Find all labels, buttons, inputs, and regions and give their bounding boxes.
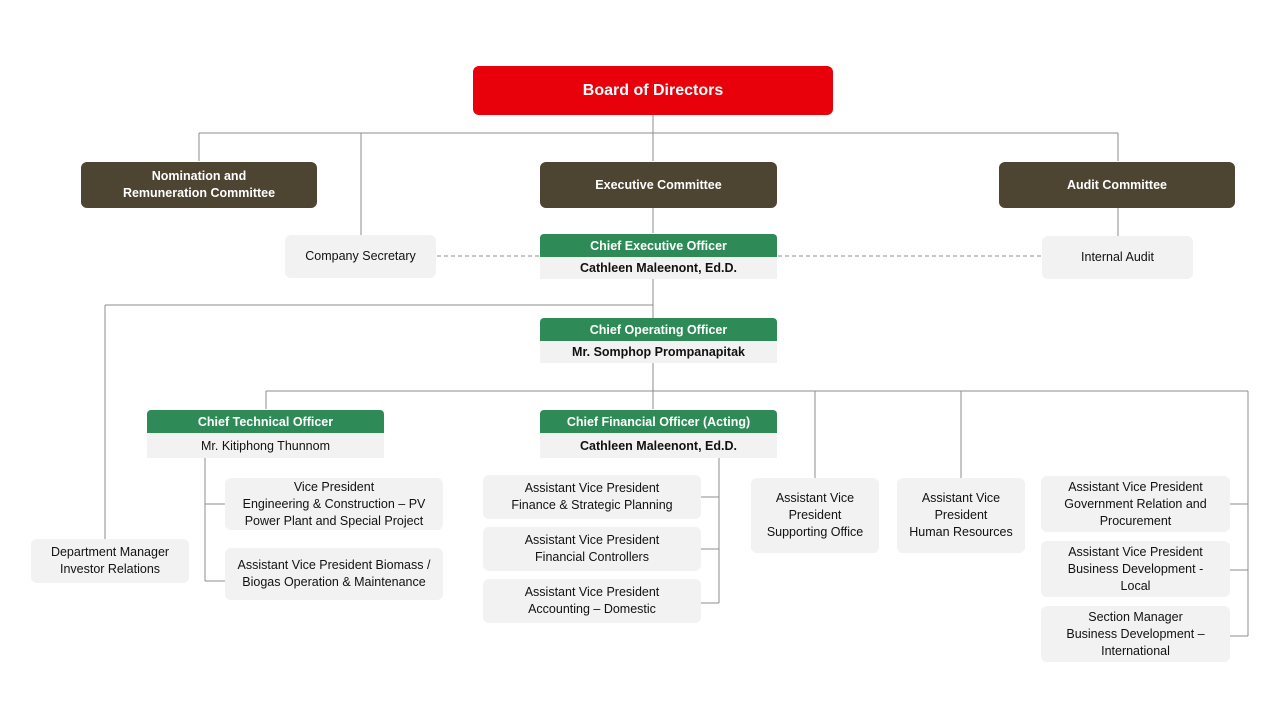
coo-title: Chief Operating Officer <box>540 318 777 341</box>
cfo-title: Chief Financial Officer (Acting) <box>540 410 777 433</box>
executive-committee-box: Executive Committee <box>540 162 777 208</box>
cto-name: Mr. Kitiphong Thunnom <box>147 433 384 458</box>
avp-government-relation-box: Assistant Vice President Government Rela… <box>1041 476 1230 532</box>
avp-accounting-box: Assistant Vice President Accounting – Do… <box>483 579 701 623</box>
nomination-committee-box: Nomination and Remuneration Committee <box>81 162 317 208</box>
company-secretary-box: Company Secretary <box>285 235 436 278</box>
investor-relations-box: Department Manager Investor Relations <box>31 539 189 583</box>
avp-finance-box: Assistant Vice President Finance & Strat… <box>483 475 701 519</box>
sm-business-development-international-box: Section Manager Business Development – I… <box>1041 606 1230 662</box>
cto-title: Chief Technical Officer <box>147 410 384 433</box>
avp-human-resources-box: Assistant Vice President Human Resources <box>897 478 1025 553</box>
board-of-directors-box: Board of Directors <box>473 66 833 115</box>
avp-business-development-local-box: Assistant Vice President Business Develo… <box>1041 541 1230 597</box>
ceo-title: Chief Executive Officer <box>540 234 777 257</box>
avp-biomass-box: Assistant Vice President Biomass / Bioga… <box>225 548 443 600</box>
ceo-name: Cathleen Maleenont, Ed.D. <box>540 257 777 279</box>
internal-audit-box: Internal Audit <box>1042 236 1193 279</box>
vp-engineering-box: Vice President Engineering & Constructio… <box>225 478 443 530</box>
coo-name: Mr. Somphop Prompanapitak <box>540 341 777 363</box>
avp-supporting-office-box: Assistant Vice President Supporting Offi… <box>751 478 879 553</box>
avp-financial-controllers-box: Assistant Vice President Financial Contr… <box>483 527 701 571</box>
audit-committee-box: Audit Committee <box>999 162 1235 208</box>
cfo-name: Cathleen Maleenont, Ed.D. <box>540 433 777 458</box>
